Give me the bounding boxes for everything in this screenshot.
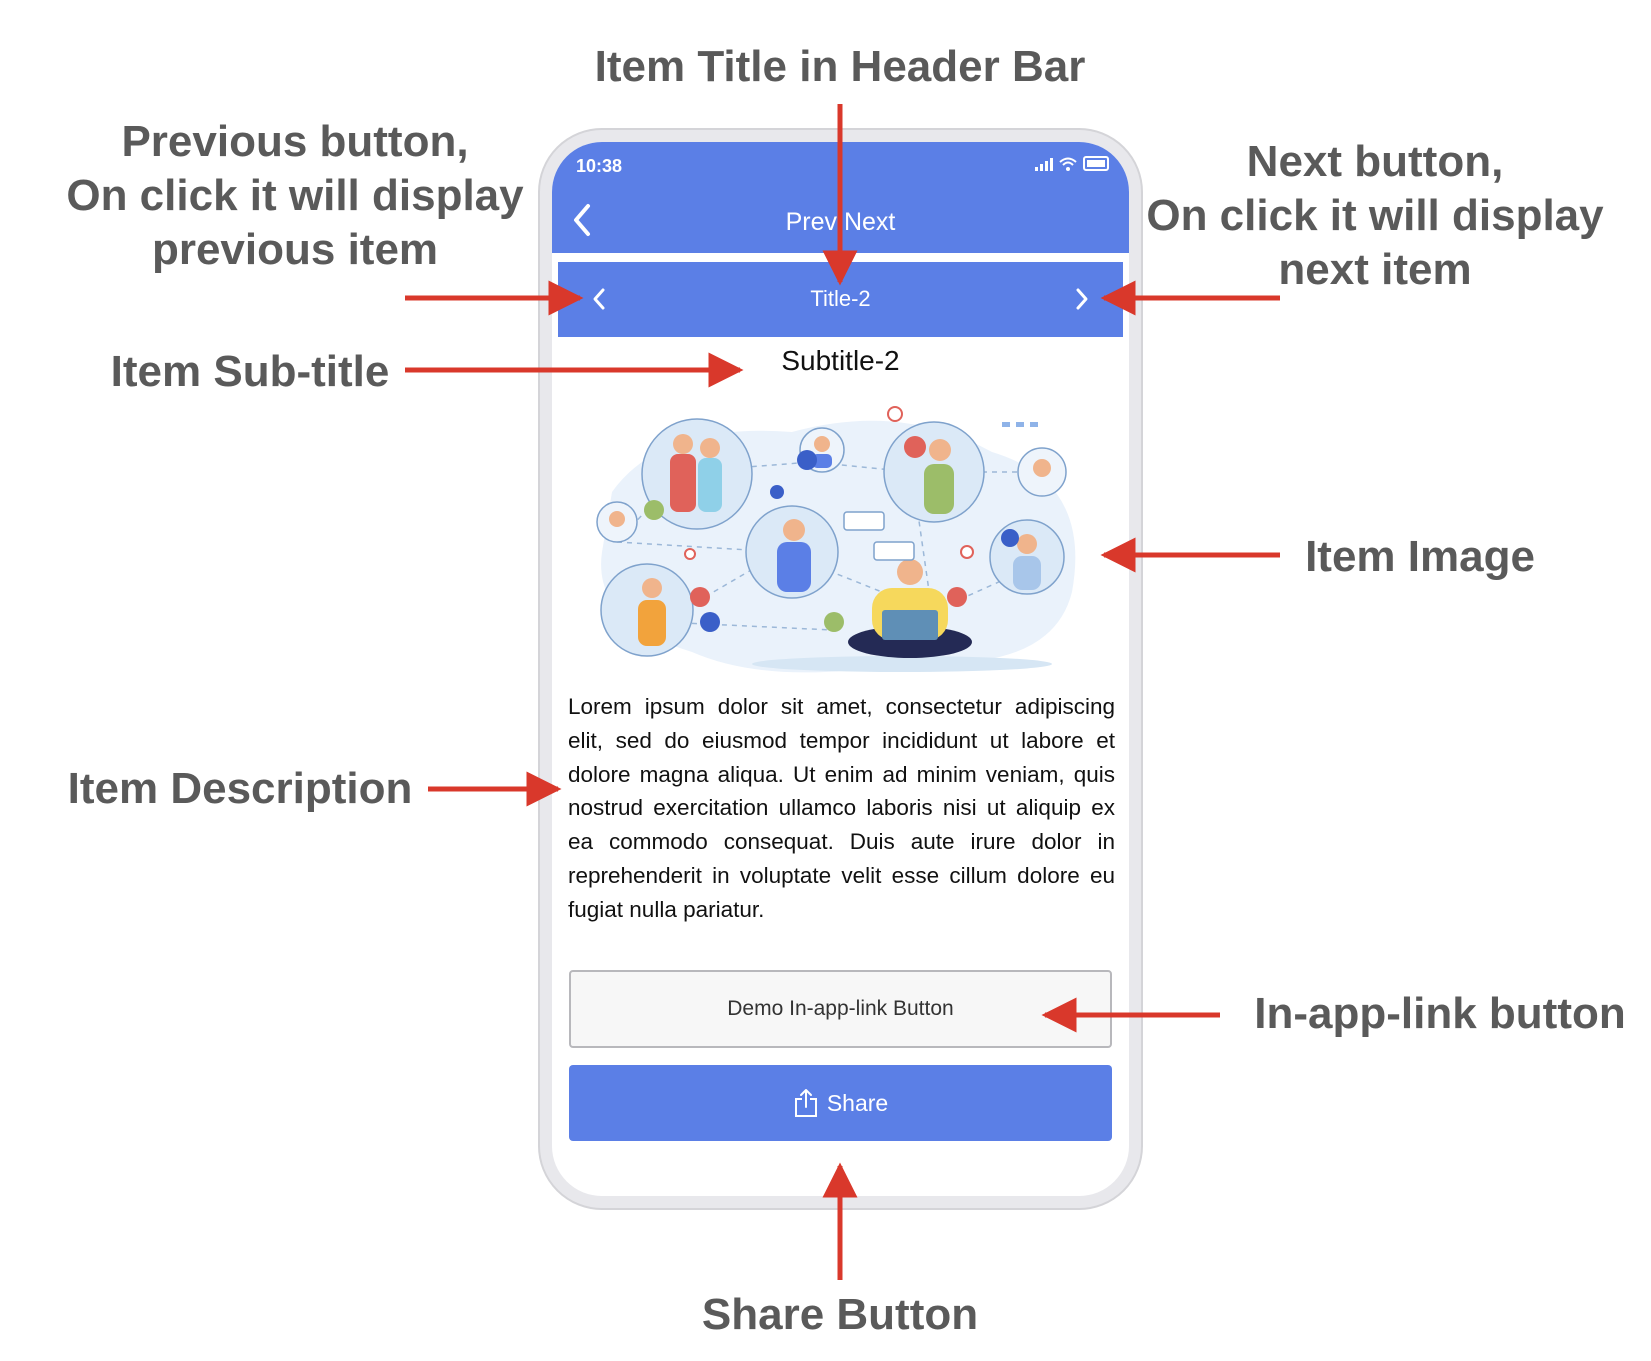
callout-item-title: Item Title in Header Bar [594,42,1086,91]
callout-item-image: Item Image [1305,532,1535,581]
callout-in-app-link-button: In-app-link button [1254,989,1626,1038]
item-title-bar: Title-2 [558,262,1123,337]
decorations [644,406,1038,632]
status-time: 10:38 [576,156,623,176]
callout-item-subtitle: Item Sub-title [110,347,390,396]
battery-icon [1083,156,1109,171]
share-label: Share [826,1089,889,1116]
callout-next-button: Next button, On click it will display ne… [1146,137,1604,294]
back-button[interactable] [560,200,604,244]
phone-screen: 10:38 Prev Next Title-2 [552,142,1129,1196]
app-bar-title: Prev Next [785,208,896,236]
back-chevron-icon [574,204,590,236]
callout-previous-button: Previous button, On click it will displa… [66,117,524,274]
item-subtitle: Subtitle-2 [781,345,900,376]
next-chevron-icon [1076,288,1088,310]
share-button[interactable]: Share [569,1065,1112,1141]
previous-button[interactable] [576,276,622,322]
callout-share-button: Share Button [701,1290,979,1339]
item-description: Lorem ipsum dolor sit amet, consectetur … [568,694,1115,922]
in-app-link-button[interactable]: Demo In-app-link Button [569,970,1112,1048]
wifi-icon [1059,157,1077,171]
share-icon [794,1089,817,1117]
next-button[interactable] [1059,276,1105,322]
item-image [596,406,1076,673]
item-title: Title-2 [810,286,871,311]
signal-icon [1035,157,1053,171]
callout-item-description: Item Description [67,764,413,813]
prev-chevron-icon [593,288,605,310]
status-icons [1035,156,1109,171]
app-header-bar: 10:38 Prev Next [552,142,1129,253]
